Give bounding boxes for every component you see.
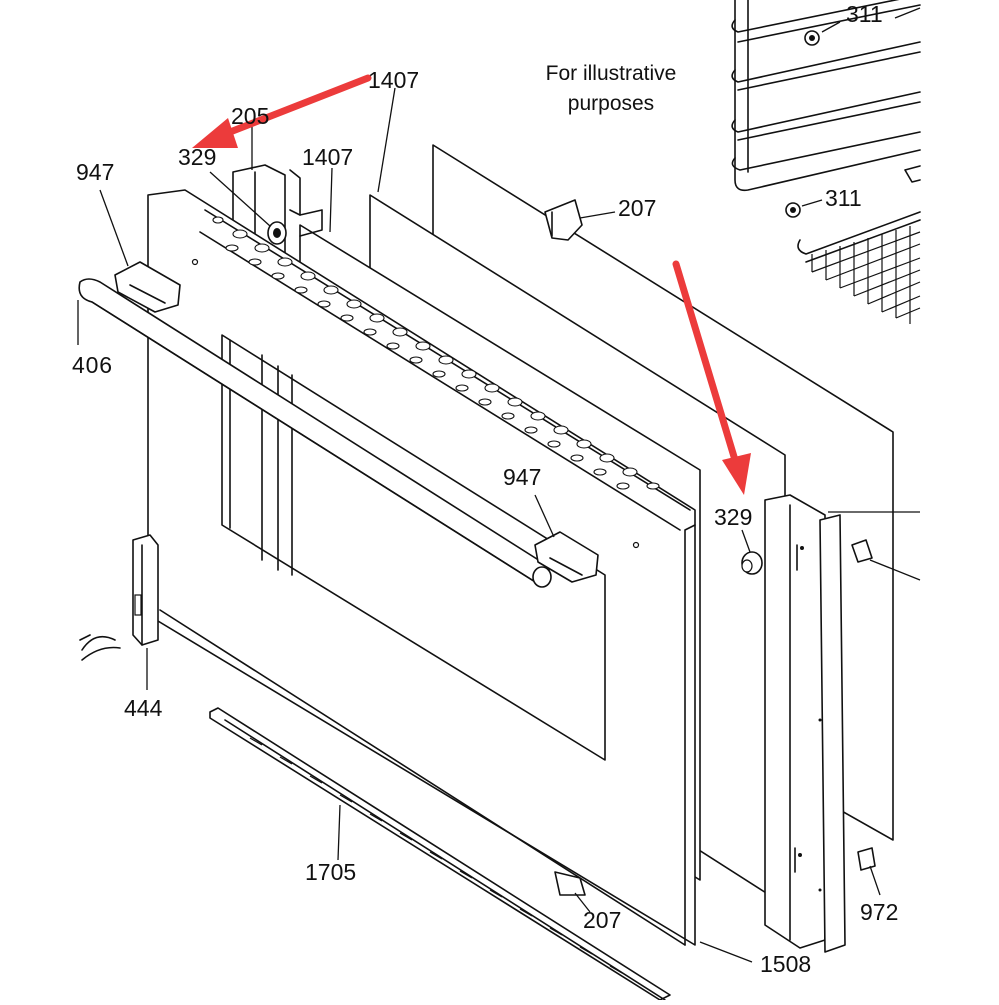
text-labels: For illustrative purposes 311 311 1407 1… bbox=[72, 1, 898, 977]
label-207-bottom: 207 bbox=[583, 907, 621, 933]
label-1407-top: 1407 bbox=[368, 67, 419, 93]
label-311-mid: 311 bbox=[825, 185, 862, 211]
illustrative-note-line2: purposes bbox=[568, 92, 654, 115]
label-311-top: 311 bbox=[846, 1, 883, 27]
label-329-left: 329 bbox=[178, 144, 216, 170]
label-972: 972 bbox=[860, 899, 898, 925]
label-1407-mid: 1407 bbox=[302, 144, 353, 170]
label-1705: 1705 bbox=[305, 859, 356, 885]
red-arrows bbox=[192, 74, 751, 495]
door-handle bbox=[77, 189, 599, 588]
label-406: 406 bbox=[72, 352, 112, 378]
label-205: 205 bbox=[231, 103, 269, 129]
vent-slots bbox=[212, 216, 660, 490]
label-947-left: 947 bbox=[76, 159, 114, 185]
bottom-trim-strip bbox=[209, 707, 671, 1001]
label-1508: 1508 bbox=[760, 951, 811, 977]
outer-door-panel bbox=[147, 189, 753, 963]
oven-racks bbox=[731, 0, 921, 324]
hinge-channel-right bbox=[741, 494, 921, 953]
label-947-right: 947 bbox=[503, 464, 541, 490]
illustrative-note-line1: For illustrative bbox=[546, 62, 677, 85]
label-329-right: 329 bbox=[714, 504, 752, 530]
label-444: 444 bbox=[124, 695, 163, 721]
label-207-top: 207 bbox=[618, 195, 656, 221]
hinge-444 bbox=[79, 534, 159, 690]
